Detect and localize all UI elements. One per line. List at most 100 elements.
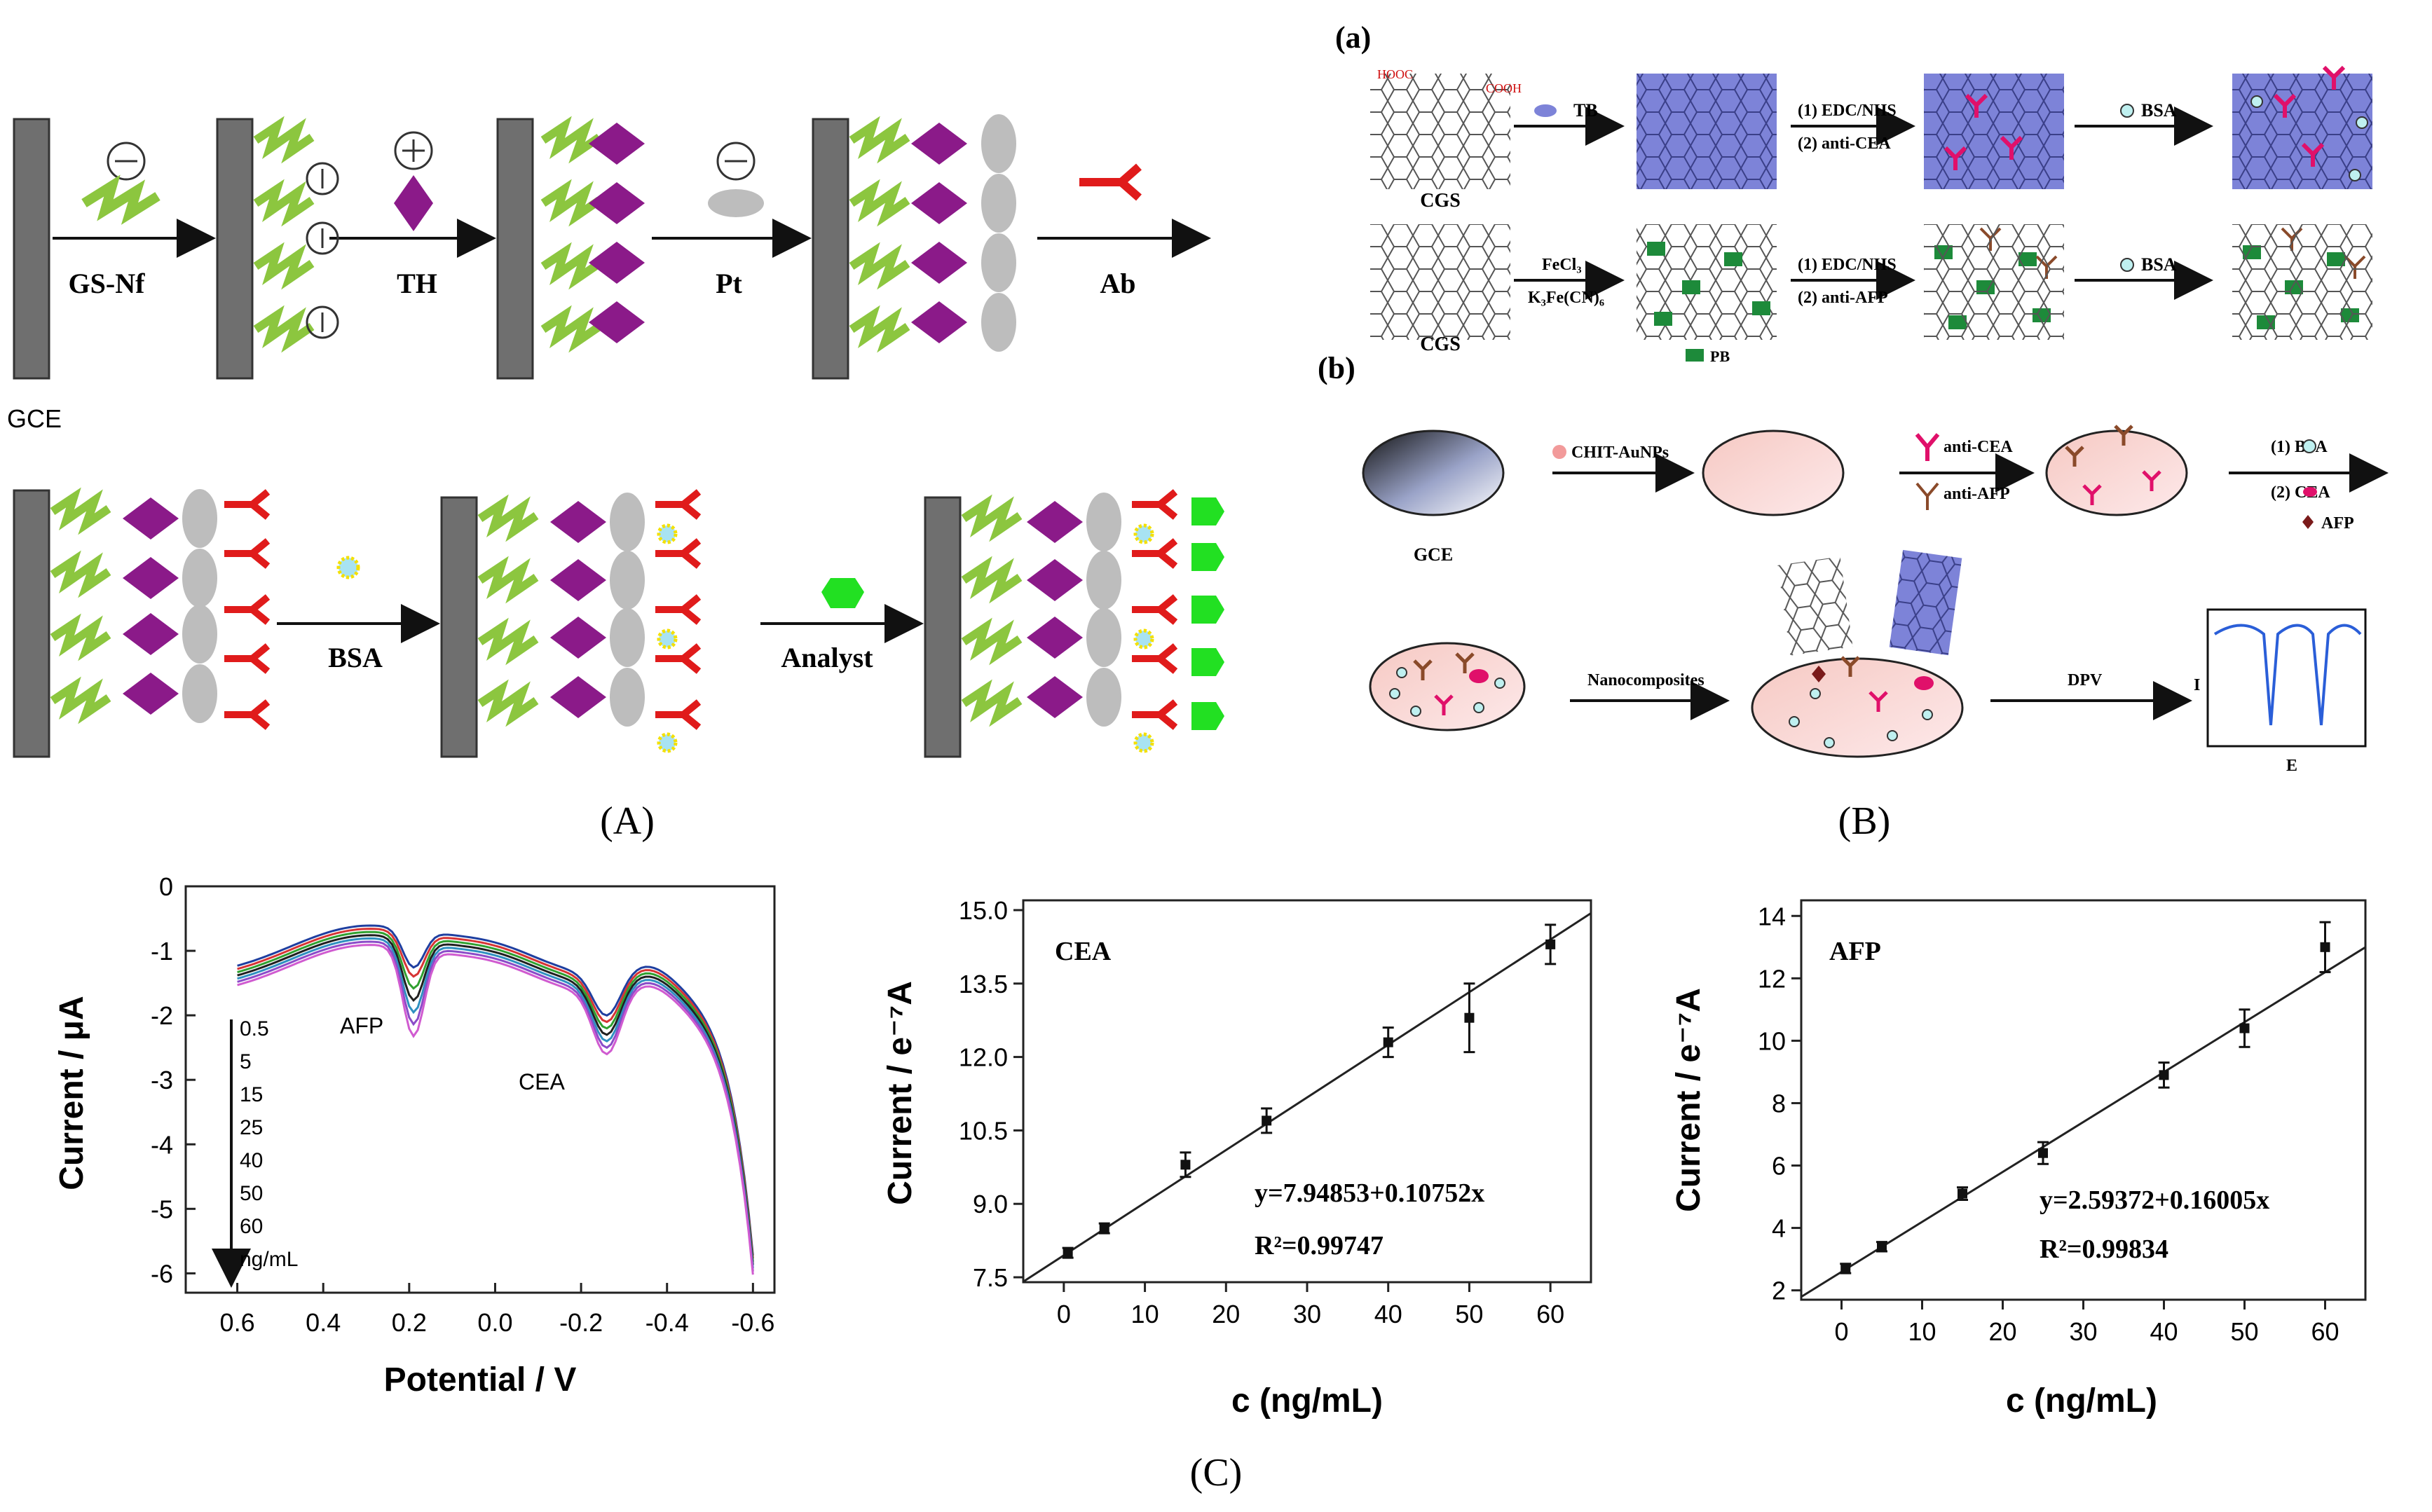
anti-cea-antibody <box>1965 93 1988 118</box>
dpv-legend-item: ng/mL <box>240 1248 298 1271</box>
thionine-diamond <box>911 182 967 224</box>
graphene-zigzag <box>253 179 315 227</box>
bsa-molecule <box>2356 116 2368 129</box>
ytick-label: 2 <box>1772 1277 1786 1305</box>
afp-ylabel: Current / e⁻⁷A <box>1670 988 1707 1212</box>
pt-nanoparticles <box>981 114 1016 352</box>
caption-a: (A) <box>600 799 655 843</box>
cea-xlabel: c (ng/mL) <box>1231 1382 1383 1420</box>
cgs-pb-afp-bsa-sheet <box>2232 224 2372 340</box>
analyte-hexagon <box>1191 596 1224 624</box>
negative-charge-icon <box>306 162 339 195</box>
cea-equation: y=7.94853+0.10752x <box>1255 1178 1484 1208</box>
dpv-legend-item: 15 <box>240 1083 263 1106</box>
graphene-zigzag <box>253 305 315 353</box>
thionine-diamond <box>1027 676 1083 718</box>
pt-nanoparticle <box>981 114 1016 173</box>
dpv-curve-5 <box>237 928 754 1259</box>
cea-dot-icon <box>2303 487 2317 497</box>
graphene-zigzag <box>253 116 315 164</box>
thionine-diamond <box>1027 559 1083 601</box>
xtick-label: 30 <box>1293 1300 1321 1328</box>
anti-afp-icon <box>1915 482 1939 510</box>
data-point <box>1180 1160 1191 1170</box>
bsa-molecule <box>1133 732 1154 753</box>
xtick-label: 50 <box>1455 1300 1483 1328</box>
caption-b: (B) <box>1838 799 1891 843</box>
antibody-icon <box>224 699 271 730</box>
bsa-molecule <box>1133 628 1154 650</box>
graphene-zigzag <box>50 613 111 661</box>
bsa-molecule <box>1887 730 1898 741</box>
dpv-xtick-label: 0.4 <box>306 1308 341 1337</box>
graphene-zigzag <box>961 617 1023 666</box>
thionine-diamond <box>550 501 606 543</box>
graphene-zigzag <box>961 494 1023 542</box>
dpv-legend-item: 0.5 <box>240 1017 269 1040</box>
anti-cea-label-b: anti-CEA <box>1943 438 2013 456</box>
bsa-icon <box>336 556 360 579</box>
anti-cea-antibody <box>2322 65 2346 90</box>
xtick-label: 60 <box>2311 1317 2339 1346</box>
cgs-tb-sheet <box>1637 74 1777 189</box>
afp-diamond-icon <box>2302 515 2314 529</box>
xtick-label: 50 <box>2230 1317 2258 1346</box>
thionine-diamond <box>911 242 967 284</box>
data-point <box>1262 1115 1272 1126</box>
dpv-curve-25 <box>237 934 754 1265</box>
graphene-zigzag <box>849 305 910 353</box>
pt-nanoparticle <box>610 493 645 551</box>
edc-label-1: (1) EDC/NHS <box>1798 102 1897 120</box>
antibody-icon <box>1132 699 1178 730</box>
pt-nanoparticle <box>1086 608 1121 667</box>
anti-cea-antibody <box>2273 93 2297 118</box>
step-label-gs-nf: GS-Nf <box>69 268 146 299</box>
disc-antibody <box>1840 656 1860 677</box>
xtick-label: 20 <box>1988 1317 2016 1346</box>
graphene-zigzag <box>540 116 602 164</box>
graphene-zigzag <box>849 179 910 227</box>
dpv-xtick-label: -0.2 <box>559 1308 603 1337</box>
pt-nanoparticle <box>981 233 1016 292</box>
aunp-dot-icon <box>1552 445 1566 459</box>
cgs-label-1: CGS <box>1420 190 1461 212</box>
dpv-ytick-label: -4 <box>151 1130 173 1159</box>
thionine-diamond <box>589 182 645 224</box>
dpv-label: DPV <box>2068 671 2103 689</box>
thionine-diamond <box>550 617 606 659</box>
xtick-label: 40 <box>2150 1317 2178 1346</box>
negative-charge-icons <box>306 162 339 339</box>
afp-plot-title: AFP <box>1829 937 1881 966</box>
ytick-label: 6 <box>1772 1152 1786 1181</box>
antibody-icon <box>1132 594 1178 625</box>
pt-nanoparticle <box>981 293 1016 352</box>
afp-antigen <box>1812 666 1826 682</box>
dpv-frame <box>184 885 776 1294</box>
graphene-zigzag <box>540 179 602 227</box>
data-point <box>1099 1223 1109 1234</box>
dpv-xtick-label: -0.6 <box>731 1308 774 1337</box>
gce-label: GCE <box>7 404 62 433</box>
graphene-zigzag <box>849 242 910 290</box>
pb-cube <box>1654 312 1672 326</box>
immunosensor-disc <box>1369 642 1526 731</box>
ytick-label: 7.5 <box>973 1263 1008 1292</box>
pb-nanocomposite <box>1777 556 1853 656</box>
graphene-zigzag <box>540 305 602 353</box>
tb-dot-icon <box>1534 104 1557 117</box>
data-point <box>1545 939 1556 949</box>
antibody-icon <box>224 489 271 520</box>
dpv-xtick-label: 0.6 <box>220 1308 255 1337</box>
analyte-icon <box>821 578 864 608</box>
afp-xlabel: c (ng/mL) <box>2006 1382 2157 1420</box>
step-label-bsa: BSA <box>328 642 383 673</box>
dpv-legend-item: 40 <box>240 1149 263 1172</box>
bsa-molecule <box>1494 678 1505 689</box>
panel-b-schematic: (a) (b) CGS HOOC COOH TB (1) EDC/NHS (2)… <box>1318 20 2389 775</box>
cgs-tb-cea-sheet <box>1924 74 2064 189</box>
caption-c: (C) <box>1190 1451 1243 1494</box>
